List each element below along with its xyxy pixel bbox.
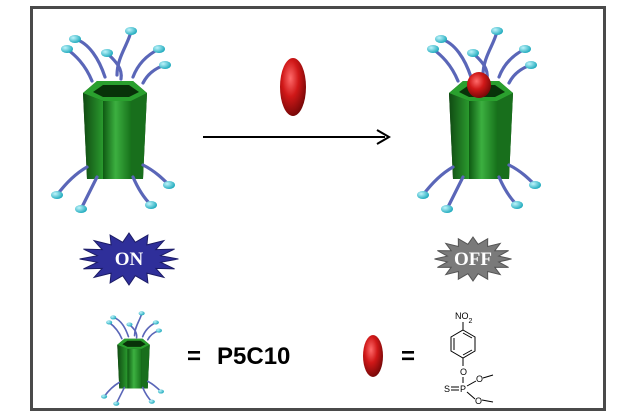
legend-equals-1: =: [187, 343, 201, 370]
host-guest-complex: [415, 25, 543, 215]
methoxy-oxygen-1: O: [476, 374, 483, 384]
phosphorus-atom: P: [460, 384, 466, 394]
legend-equals-2: =: [401, 343, 415, 370]
figure-frame: ON OFF = P5C10 = NO2 O S P O O: [30, 6, 606, 411]
guest-molecule: [280, 58, 306, 116]
benzene-ring: [450, 329, 476, 359]
nitro-group: NO2: [455, 311, 473, 325]
guest-in-cavity: [467, 72, 491, 98]
ether-oxygen: O: [460, 367, 467, 377]
scheme-canvas: ON OFF = P5C10 = NO2 O S P O O: [49, 25, 543, 407]
legend-macrocycle-name: P5C10: [217, 343, 290, 370]
guest-chemical-structure: NO2 O S P O O: [444, 311, 494, 406]
pillararene-free: [49, 25, 177, 215]
off-label: OFF: [454, 249, 492, 270]
methoxy-oxygen-2: O: [475, 396, 482, 406]
pillararene-complexed: [415, 25, 543, 215]
reaction-arrow: [203, 129, 391, 145]
legend-guest-icon: [363, 335, 383, 377]
legend-pillararene-icon: [100, 310, 165, 407]
thiono-sulfur: S: [444, 384, 450, 394]
on-label: ON: [115, 249, 144, 270]
on-state-badge: ON: [79, 232, 179, 286]
off-state-badge: OFF: [434, 236, 512, 282]
